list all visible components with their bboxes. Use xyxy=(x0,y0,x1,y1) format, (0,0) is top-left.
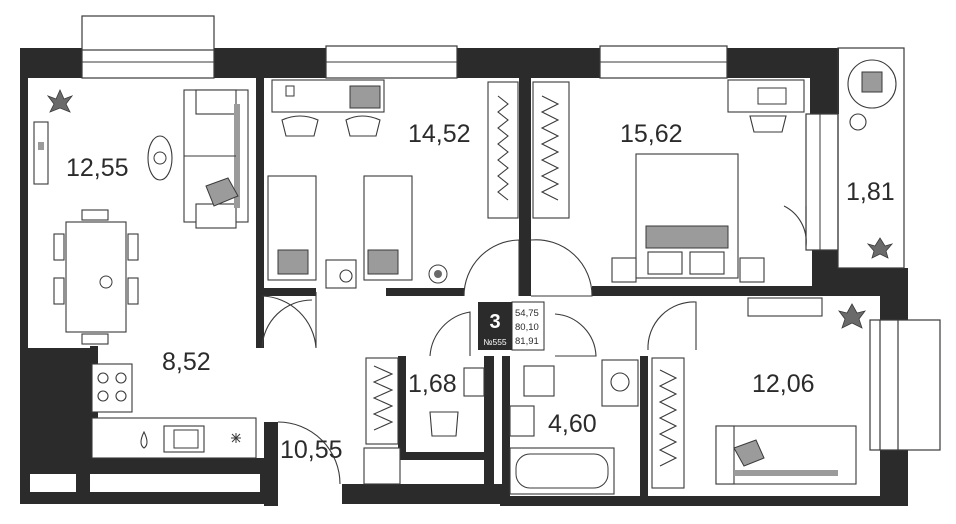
wall-hall-left xyxy=(256,296,264,348)
area-bathroom-large: 4,60 xyxy=(548,410,597,438)
wall-bath1-left xyxy=(398,356,406,456)
main-bedroom-furniture xyxy=(532,79,805,283)
area-kids-bedroom: 14,52 xyxy=(408,120,471,148)
wall-top-2 xyxy=(214,48,326,78)
wall-right-mid xyxy=(812,250,838,296)
area-total-3: 81,91 xyxy=(515,336,539,347)
wall-bottom-mid xyxy=(342,484,502,504)
apartment-badge: 3 №555 54,75 80,10 81,91 xyxy=(478,301,545,351)
side-table xyxy=(849,113,867,131)
shoe-rack xyxy=(363,447,401,485)
wall-right-upper xyxy=(810,48,839,114)
door-third xyxy=(647,301,697,351)
nightstand xyxy=(325,259,357,289)
shelf xyxy=(747,297,823,317)
wall-kitchen-block xyxy=(28,348,92,460)
area-kitchen: 8,52 xyxy=(162,348,211,376)
door-kitchen xyxy=(261,299,313,349)
wall-main-bottom xyxy=(592,286,812,296)
chair-2 xyxy=(345,115,381,137)
dining-table xyxy=(65,221,127,333)
wall-right-step xyxy=(838,268,908,296)
area-living-room: 12,55 xyxy=(66,154,129,182)
wall-kids-bottom-right xyxy=(386,288,464,296)
door-balcony xyxy=(805,113,839,251)
drop-icon xyxy=(140,430,148,449)
door-bath1 xyxy=(429,311,471,357)
window-living xyxy=(81,49,215,79)
chair-main xyxy=(749,115,787,133)
washer xyxy=(601,359,639,407)
balcony-furniture xyxy=(847,59,897,259)
rooms-count: 3 xyxy=(489,311,500,333)
wardrobe-kids xyxy=(487,81,519,219)
door-kids xyxy=(261,292,317,349)
wall-opening-1 xyxy=(30,474,76,492)
area-balcony: 1,81 xyxy=(846,178,895,206)
door-main-entry xyxy=(530,239,593,297)
wall-living-kids xyxy=(256,78,264,296)
living-room-furniture xyxy=(33,89,249,345)
wardrobe-main xyxy=(532,81,570,219)
chair-1 xyxy=(281,115,319,137)
wall-far-right-top xyxy=(880,296,908,320)
area-main-bedroom: 15,62 xyxy=(620,120,683,148)
area-total-2: 80,10 xyxy=(515,322,539,333)
walls xyxy=(20,48,908,506)
room-labels: 12,55 14,52 15,62 1,81 8,52 1,68 4,60 12… xyxy=(66,120,895,464)
wardrobe-third xyxy=(651,357,685,489)
wall-opening-2 xyxy=(90,474,260,492)
toilet-large xyxy=(523,365,555,397)
area-total-1: 54,75 xyxy=(515,308,539,319)
bathtub xyxy=(509,447,615,495)
door-entrance xyxy=(277,421,341,485)
kitchen-furniture xyxy=(91,363,257,459)
balcony-outline xyxy=(837,47,905,269)
nightstand-left xyxy=(611,257,637,283)
plant-icon xyxy=(838,303,866,329)
stove xyxy=(91,363,133,413)
wall-bath2-left xyxy=(502,356,510,496)
door-kids-entry xyxy=(463,239,520,297)
wall-kids-main xyxy=(519,78,531,296)
bathroom-fixtures xyxy=(363,357,639,495)
wall-bath-divider xyxy=(484,356,494,496)
area-hall: 10,55 xyxy=(280,436,343,464)
plant-icon xyxy=(428,264,448,284)
toilet-small xyxy=(429,411,459,437)
desk-main xyxy=(727,79,805,113)
wall-left xyxy=(20,48,28,504)
snowflake-icon xyxy=(231,433,241,443)
plant-icon xyxy=(46,89,74,113)
wall-hall-lower xyxy=(264,422,278,506)
rug-round xyxy=(147,135,173,181)
badge-box xyxy=(478,302,512,350)
door-balcony-swing xyxy=(783,205,807,247)
area-bathroom-small: 1,68 xyxy=(408,370,457,398)
plan-number: №555 xyxy=(483,337,507,347)
wall-kids-bottom-left xyxy=(256,288,316,296)
windows xyxy=(81,15,941,451)
wall-top-3 xyxy=(457,48,600,78)
kids-room-furniture xyxy=(267,79,519,289)
sink-small xyxy=(463,367,485,397)
door-bath2 xyxy=(554,313,597,357)
wall-bath1-bottom xyxy=(398,452,494,460)
tv-stand xyxy=(33,121,49,185)
nightstand-right xyxy=(739,257,765,283)
plant-icon xyxy=(866,237,894,259)
area-third-bedroom: 12,06 xyxy=(752,370,815,398)
doors xyxy=(261,205,807,485)
wall-top-1 xyxy=(20,48,82,78)
wall-bath2-right xyxy=(640,356,648,496)
wall-bottom-right xyxy=(500,496,908,506)
third-bedroom-furniture xyxy=(651,297,866,489)
sink-large xyxy=(509,405,535,437)
